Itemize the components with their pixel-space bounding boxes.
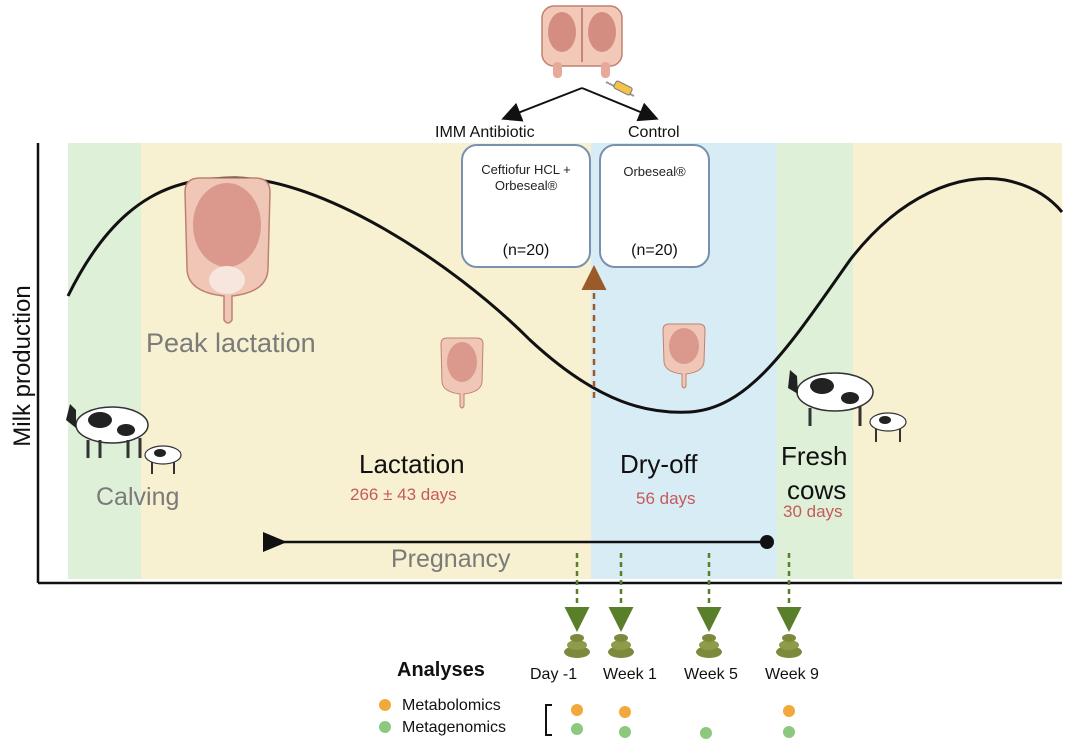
antibiotic-group-label: IMM Antibiotic [435,124,535,141]
metabolomics-legend-label: Metabolomics [402,697,501,714]
metabolomics-dot-week-1 [619,706,631,718]
metagenomics-legend-dot [379,721,391,733]
arrow-to-antibiotic [501,87,583,122]
next-lactation-band [853,143,1062,579]
analyses-bracket [545,704,552,736]
metagenomics-dot-day-minus-1 [571,723,583,735]
timepoint-week-9: Week 9 [765,666,819,683]
timepoint-day-minus-1: Day -1 [530,666,578,683]
pregnancy-start-marker [263,532,287,552]
antibiotic-group-box: Ceftiofur HCL + Orbeseal® (n=20) [461,144,591,268]
fresh-cows-label-line1: Fresh [781,441,848,471]
metabolomics-legend-dot [379,699,391,711]
calving-label: Calving [96,483,180,511]
arrow-to-control [581,87,659,122]
dryoff-duration: 56 days [636,489,696,508]
syringe-icon [605,80,635,97]
udder-icon-dryoff [662,323,706,389]
y-axis-label: Milk production [9,285,36,447]
control-treatment-desc: Orbeseal® [623,164,686,179]
metagenomics-dot-week-1 [619,726,631,738]
udder-icon-lactation [440,337,484,409]
analyses-title: Analyses [397,659,485,681]
lactation-label: Lactation [359,449,465,479]
fresh-cows-band [777,143,853,579]
metagenomics-legend-label: Metagenomics [402,719,507,736]
fresh-cows-label-line2: cows [787,475,847,505]
control-group-box: Orbeseal® (n=20) [599,144,710,268]
udder-icon-top [541,5,623,78]
calving-band [68,143,141,579]
control-group-size: (n=20) [631,242,678,259]
dryoff-label: Dry-off [620,449,698,479]
metabolomics-dot-day-minus-1 [571,704,583,716]
timepoint-week-5: Week 5 [684,666,738,683]
antibiotic-group-size: (n=20) [502,242,550,259]
fecal-sample-icon [776,634,802,658]
pregnancy-label: Pregnancy [391,545,511,573]
lactation-duration: 266 ± 43 days [350,485,457,504]
fecal-sample-icon [696,634,722,658]
fresh-cows-duration: 30 days [783,502,843,521]
timepoint-week-1: Week 1 [603,666,657,683]
metagenomics-dot-week-9 [783,726,795,738]
control-group-label: Control [628,124,680,141]
cow-icon-calving [66,404,182,474]
udder-icon-peak [184,177,271,324]
peak-lactation-label: Peak lactation [146,328,316,358]
metagenomics-dot-week-5 [700,727,712,739]
fecal-sample-icon [564,634,590,658]
fecal-sample-icon [608,634,634,658]
pregnancy-end-marker [760,535,774,549]
metabolomics-dot-week-9 [783,705,795,717]
cow-icon-fresh [788,370,907,442]
antibiotic-treatment-desc: Ceftiofur HCL + Orbeseal® [481,162,571,193]
